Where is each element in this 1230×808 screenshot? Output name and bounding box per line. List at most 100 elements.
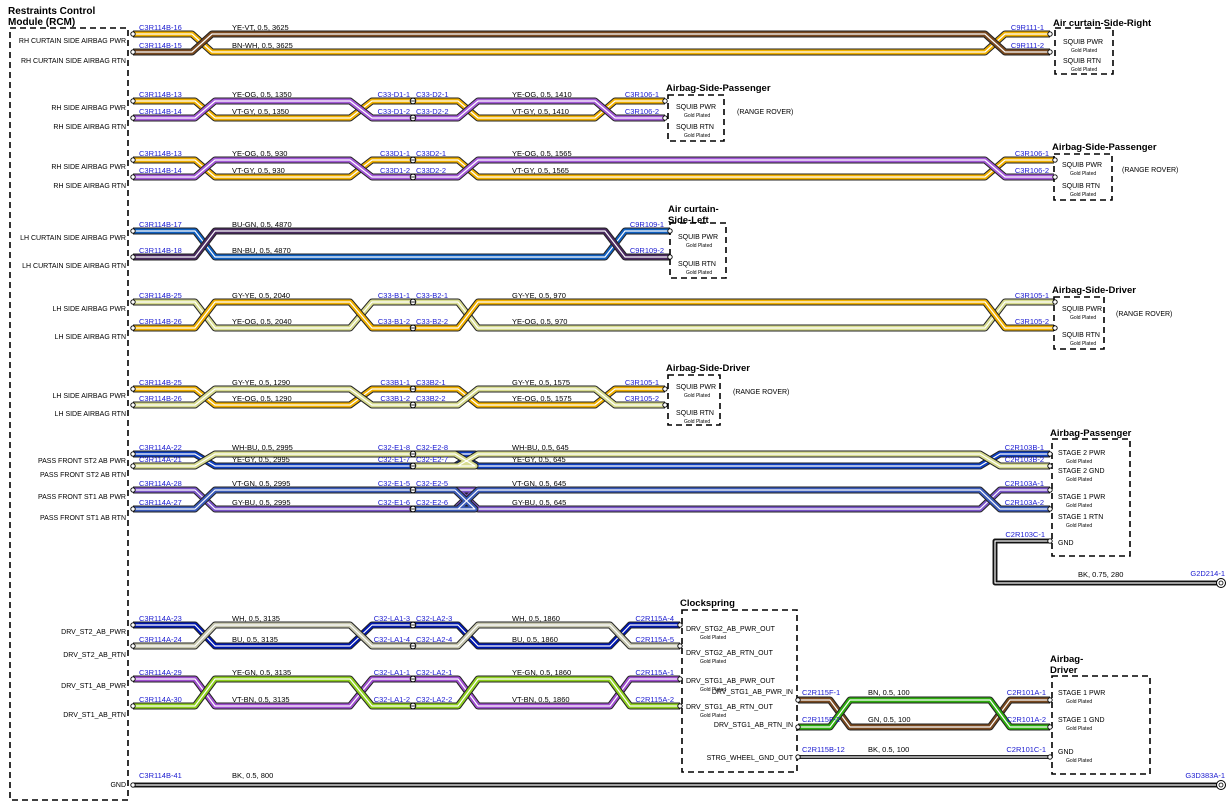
- rcm-pin-name: PASS FRONT ST2 AB PWR: [38, 458, 126, 465]
- start-pin-label: C3R114B-15: [139, 41, 182, 50]
- wire-spec: BU, 0.5, 1860: [512, 635, 558, 644]
- airbag-passenger-pin-gnd: GND: [1058, 540, 1074, 547]
- end-terminal: [1047, 487, 1053, 493]
- end-terminal: [1052, 299, 1058, 305]
- wire-0-b: [133, 30, 1050, 56]
- start-pin-label: C3R114B-26: [139, 394, 182, 403]
- rcm-terminal: [130, 115, 136, 121]
- rcm-terminal: [130, 228, 136, 234]
- air-curtain-left-plating: Gold Plated: [686, 243, 712, 249]
- end-pin-label: C2R115A-2: [635, 695, 674, 704]
- end-terminal: [667, 228, 673, 234]
- airbag-side-driver-a-plating: Gold Plated: [1070, 315, 1096, 321]
- rcm-pin-name: DRV_ST1_AB_PWR: [61, 683, 126, 690]
- rcm-terminal: [130, 157, 136, 163]
- rcm-terminal: [130, 451, 136, 457]
- end-terminal: [677, 643, 683, 649]
- start-pin-label: C3R114A-29: [139, 668, 182, 677]
- end-terminal: [1047, 463, 1053, 469]
- airbag-driver-plating: Gold Plated: [1066, 699, 1092, 705]
- end-pin-label: C3R106-1: [1015, 149, 1049, 158]
- wire-spec: YE-VT, 0.5, 3625: [232, 23, 289, 32]
- inline-pin-label: C32-E1-7: [378, 455, 410, 464]
- inline-pin-label: C33-D2-1: [416, 90, 449, 99]
- airbag-passenger-pin: STAGE 1 RTN: [1058, 514, 1103, 521]
- inline-pin-label: C33D2-2: [416, 166, 446, 175]
- wire-spec: GY-YE, 0.5, 2040: [232, 291, 290, 300]
- inline-pin-label: C32-LA1-4: [374, 635, 410, 644]
- airbag-passenger-title: Airbag-Passenger: [1050, 428, 1132, 439]
- end-terminal: [1047, 49, 1053, 55]
- start-pin-label: C2R115B-12: [802, 745, 845, 754]
- air-curtain-right-pin: SQUIB PWR: [1063, 39, 1103, 46]
- airbag-side-passenger-a-plating: Gold Plated: [684, 113, 710, 119]
- end-terminal: [662, 402, 668, 408]
- wire-spec: YE-OG, 0.5, 1410: [512, 90, 572, 99]
- end-terminal: [1052, 174, 1058, 180]
- airbag-side-driver-a-pin: SQUIB PWR: [1062, 306, 1102, 313]
- rcm-terminal: [130, 325, 136, 331]
- start-pin-label: C3R114B-18: [139, 246, 182, 255]
- airbag-driver-pin: STAGE 1 GND: [1058, 717, 1105, 724]
- airbag-side-passenger-a-note: (RANGE ROVER): [737, 109, 793, 116]
- airbag-driver-title2: Driver: [1050, 665, 1078, 676]
- airbag-side-passenger-a-title: Airbag-Side-Passenger: [666, 83, 771, 94]
- rcm-title: Restraints Control: [8, 6, 95, 17]
- end-pin-label: C2R101C-1: [1006, 745, 1046, 754]
- inline-pin-label: C32-LA1-3: [374, 614, 410, 623]
- wire-spec: BK, 0.5, 100: [868, 745, 909, 754]
- airbag-side-driver-a-pin: SQUIB RTN: [1062, 332, 1100, 339]
- clockspring-plating: Gold Plated: [700, 635, 726, 641]
- end-pin-label: C3R105-1: [1015, 291, 1049, 300]
- start-pin-label: C3R114A-30: [139, 695, 182, 704]
- rcm-pin-name: LH SIDE AIRBAG RTN: [55, 334, 126, 341]
- airbag-passenger-pin: STAGE 2 PWR: [1058, 450, 1105, 457]
- driver-wire-a: [798, 696, 1050, 731]
- airbag-passenger-plating: Gold Plated: [1066, 459, 1092, 465]
- wire-spec: VT-GY, 0.5, 1350: [232, 107, 289, 116]
- air-curtain-left-box: [669, 222, 727, 279]
- inline-pin-label: C32-E1-8: [378, 443, 410, 452]
- rcm-terminal: [130, 98, 136, 104]
- wire-spec: YE-GN, 0.5, 1860: [512, 668, 571, 677]
- end-terminal: [662, 386, 668, 392]
- end-pin-label: C3R106-2: [1015, 166, 1049, 175]
- inline-pin-label: C32-E2-5: [416, 479, 448, 488]
- airbag-passenger-pin: STAGE 1 PWR: [1058, 494, 1105, 501]
- wire-spec: YE-OG, 0.5, 1575: [512, 394, 572, 403]
- end-pin-label: C2R101A-1: [1007, 688, 1046, 697]
- inline-pin-label: C33-D2-2: [416, 107, 449, 116]
- end-pin-label: C3R105-2: [625, 394, 659, 403]
- rcm-terminal: [130, 782, 136, 788]
- clockspring-terminal: [795, 724, 801, 730]
- end-pin-label: C2R103A-1: [1005, 479, 1044, 488]
- wire-spec: GY-YE, 0.5, 1575: [512, 378, 570, 387]
- wire-spec: WH, 0.5, 1860: [512, 614, 560, 623]
- clockspring-plating: Gold Plated: [700, 687, 726, 693]
- start-pin-label: C3R114A-23: [139, 614, 182, 623]
- wire-spec: VT-GN, 0.5, 2995: [232, 479, 290, 488]
- wire-0-a: [133, 30, 1050, 56]
- end-pin-label: C9R111-1: [1011, 23, 1044, 32]
- end-terminal: [667, 254, 673, 260]
- inline-pin-label: C33-B1-1: [378, 291, 410, 300]
- end-terminal: [1047, 31, 1053, 37]
- end-pin-label: C2R115A-4: [635, 614, 674, 623]
- inline-pin-label: C33D2-1: [416, 149, 446, 158]
- wire-spec: WH-BU, 0.5, 645: [512, 443, 569, 452]
- ground-label: G3D383A-1: [1185, 771, 1225, 780]
- wire-spec: BK, 0.5, 800: [232, 771, 273, 780]
- clockspring-terminal: [795, 697, 801, 703]
- end-pin-label: C2R103B-2: [1005, 455, 1044, 464]
- air-curtain-left-title: Air curtain-: [668, 204, 719, 215]
- inline-pin-label: C33-B2-2: [416, 317, 448, 326]
- clockspring-terminal: [795, 754, 801, 760]
- airbag-passenger-plating: Gold Plated: [1066, 523, 1092, 529]
- air-curtain-right-pin: SQUIB RTN: [1063, 58, 1101, 65]
- airbag-side-driver-b-title: Airbag-Side-Driver: [666, 363, 750, 374]
- rcm-gnd-label: GND: [110, 782, 126, 789]
- rcm-terminal: [130, 31, 136, 37]
- end-pin-label: C3R106-1: [625, 90, 659, 99]
- start-pin-label: C3R114B-26: [139, 317, 182, 326]
